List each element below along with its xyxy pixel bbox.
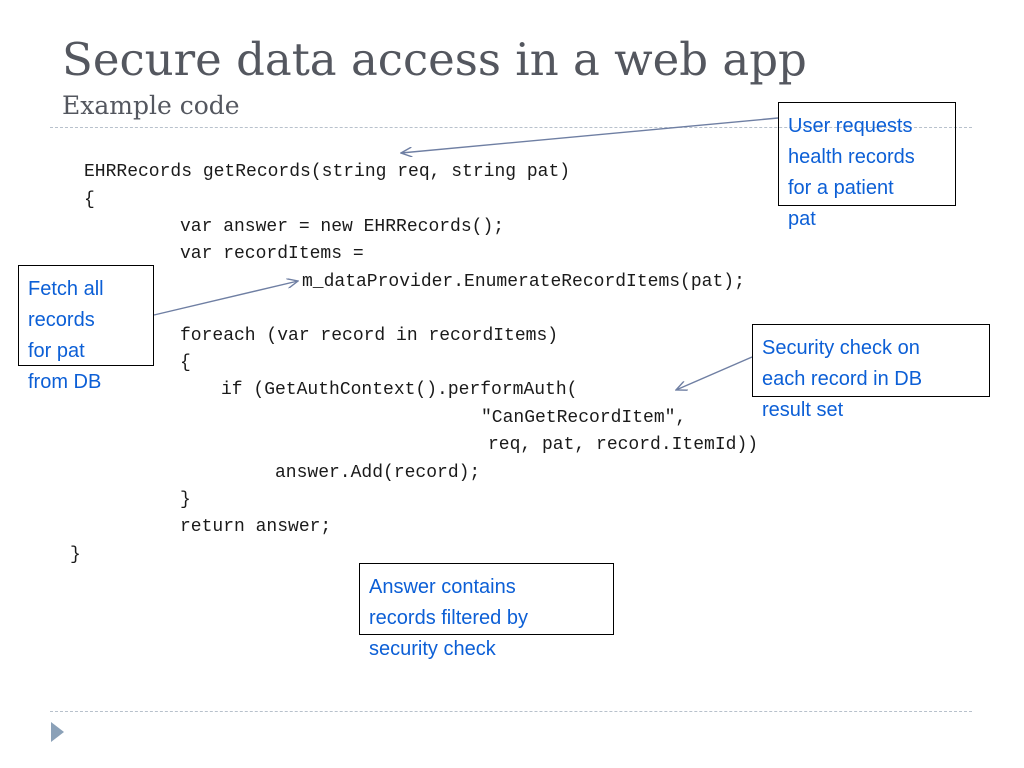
code-line: var answer = new EHRRecords();	[180, 217, 505, 237]
code-line: req, pat, record.ItemId))	[488, 435, 759, 455]
slide-title: Secure data access in a web app	[62, 33, 807, 86]
code-line: var recordItems =	[180, 244, 364, 264]
code-line: }	[180, 490, 191, 510]
slide-nav-arrow-icon[interactable]	[51, 722, 64, 742]
code-line: m_dataProvider.EnumerateRecordItems(pat)…	[302, 272, 745, 292]
footer-divider	[50, 711, 972, 712]
code-line: {	[180, 353, 191, 373]
slide-subtitle: Example code	[62, 91, 240, 120]
connector-security-check	[676, 356, 753, 390]
code-line: "CanGetRecordItem",	[481, 408, 687, 428]
callout-user-requests: User requests health records for a patie…	[778, 102, 956, 230]
code-line: if (GetAuthContext().performAuth(	[221, 380, 578, 400]
callout-answer-contains: Answer contains records filtered by secu…	[359, 563, 614, 660]
code-line: {	[84, 190, 95, 210]
callout-security-check: Security check on each record in DB resu…	[752, 324, 990, 421]
connector-user-requests	[401, 117, 779, 153]
code-line: EHRRecords getRecords(string req, string…	[84, 162, 571, 182]
callout-fetch-records: Fetch all records for pat from DB	[18, 265, 154, 393]
code-line: return answer;	[180, 517, 332, 537]
code-line: foreach (var record in recordItems)	[180, 326, 559, 346]
code-line: answer.Add(record);	[275, 463, 481, 483]
code-line: }	[70, 545, 81, 565]
connector-fetch-records	[153, 281, 298, 316]
